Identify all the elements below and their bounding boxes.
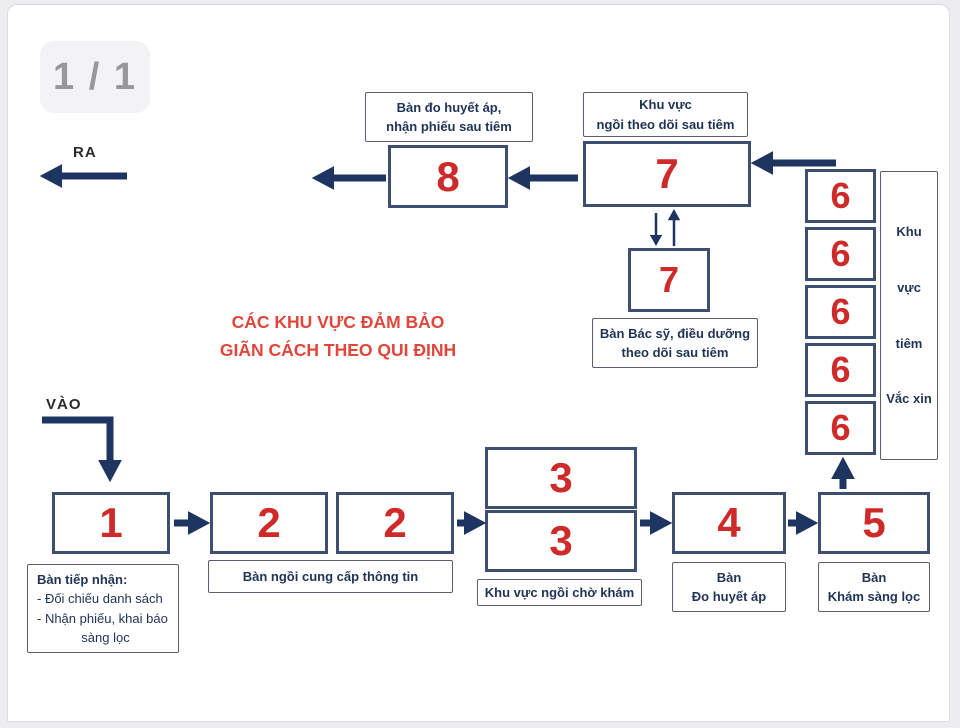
station-5-box: 5 [818,492,930,554]
monitoring-area-label: Khu vực ngồi theo dõi sau tiêm [583,92,748,137]
station-3b-box: 3 [485,510,637,572]
station-number: 3 [549,454,573,501]
station-1-box: 1 [52,492,170,554]
exit-label: RA [73,144,97,161]
label-line: Bàn [716,569,742,585]
monitoring-desk-label: Bàn Bác sỹ, điều dưỡng theo dõi sau tiêm [592,318,758,368]
station-6-box-3: 6 [805,285,876,339]
station-number: 8 [436,152,460,200]
station-number: 5 [862,499,886,546]
page-indicator-badge: 1 / 1 [40,41,150,113]
label-line: sàng lọc [81,630,130,645]
entry-label: VÀO [46,396,82,413]
label-line: Khám sàng lọc [827,589,921,604]
station-6-box-2: 6 [805,227,876,281]
station-4-box: 4 [672,492,786,554]
label-line: Bàn Bác sỹ, điều dưỡng [599,325,751,341]
station-7-area-box: 7 [583,141,751,207]
station-7-desk-box: 7 [628,248,710,312]
station-number: 6 [830,233,851,274]
label-line: - Nhận phiếu, khai báo [37,610,168,626]
station-3a-box: 3 [485,447,637,509]
station-number: 1 [99,499,123,546]
station-number: 4 [717,499,741,546]
label-line: Khu vực ngồi chờ khám [484,584,635,600]
label-word: Khu [896,224,922,240]
station-number: 7 [655,150,679,197]
label-line: Bàn đo huyết áp, [396,99,502,115]
label-title: Bàn tiếp nhận: [37,571,128,587]
waiting-label: Khu vực ngồi chờ khám [477,579,642,606]
label-line: Đo huyết áp [691,589,767,604]
station-number: 3 [549,517,573,564]
station-6-box-1: 6 [805,169,876,223]
label-line: theo dõi sau tiêm [621,345,729,360]
label-word: vực [897,279,921,295]
blood-pressure-label: Bàn Đo huyết áp [672,562,786,612]
page-indicator: 1 / 1 [53,55,137,98]
label-line: ngồi theo dõi sau tiêm [596,116,735,132]
diagram-title-line2: GIÃN CÁCH THEO QUI ĐỊNH [219,340,457,360]
vaccination-area-label: Khu vực tiêm Vắc xin [880,171,938,460]
station-6-box-5: 6 [805,401,876,455]
label-line: Khu vực [639,97,692,112]
station-8-box: 8 [388,145,508,208]
label-line: Bàn ngồi cung cấp thông tin [242,568,419,584]
screening-label: Bàn Khám sàng lọc [818,562,930,612]
label-word: Vắc xin [886,391,932,407]
label-line: - Đối chiếu danh sách [37,591,163,606]
station-6-box-4: 6 [805,343,876,397]
info-desk-label: Bàn ngồi cung cấp thông tin [208,560,453,593]
station-2b-box: 2 [336,492,454,554]
station-number: 2 [383,499,407,546]
diagram-title: CÁC KHU VỰC ĐẢM BẢO GIÃN CÁCH THEO QUI Đ… [173,308,503,364]
station-number: 6 [830,349,851,390]
diagram-title-line1: CÁC KHU VỰC ĐẢM BẢO [231,312,445,332]
station-2a-box: 2 [210,492,328,554]
post-check-label: Bàn đo huyết áp, nhận phiếu sau tiêm [365,92,533,142]
station-number: 6 [830,175,851,216]
station-number: 2 [257,499,281,546]
label-line: nhận phiếu sau tiêm [386,119,512,134]
label-line: Bàn [861,569,887,585]
label-word: tiêm [895,335,923,351]
station-number: 6 [830,407,851,448]
station-number: 7 [658,259,680,300]
station-number: 6 [830,291,851,332]
reception-label: Bàn tiếp nhận: - Đối chiếu danh sách - N… [27,564,179,653]
